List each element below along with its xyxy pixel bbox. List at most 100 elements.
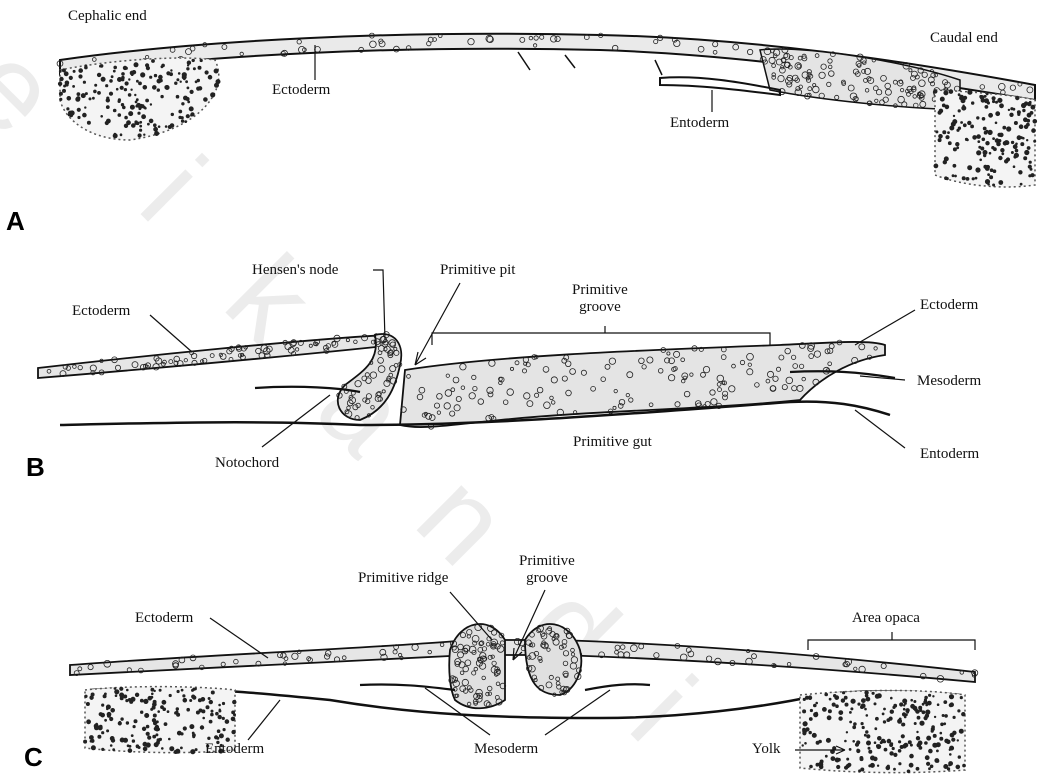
yolk-granule: [866, 731, 869, 734]
yolk-granule: [122, 106, 125, 109]
yolk-granule: [138, 134, 141, 137]
yolk-granule: [1020, 183, 1022, 185]
yolk-granule: [1033, 119, 1037, 123]
yolk-granule: [853, 740, 855, 742]
yolk-granule: [148, 736, 151, 739]
yolk-granule: [132, 70, 136, 74]
yolk-granule: [959, 729, 963, 733]
panel-b-drawing: [38, 270, 915, 448]
yolk-granule: [950, 733, 954, 737]
yolk-granule: [846, 732, 848, 734]
yolk-granule: [1034, 140, 1036, 142]
yolk-granule: [866, 697, 870, 701]
yolk-granule: [59, 92, 62, 95]
yolk-granule: [122, 73, 125, 76]
yolk-granule: [892, 747, 894, 749]
yolk-granule: [98, 735, 101, 738]
yolk-granule: [90, 740, 92, 742]
yolk-granule: [861, 722, 863, 724]
yolk-granule: [132, 740, 135, 743]
yolk-granule: [146, 99, 149, 102]
yolk-granule: [1002, 153, 1004, 155]
yolk-granule: [934, 716, 936, 718]
yolk-granule: [77, 108, 80, 111]
yolk-granule: [836, 705, 839, 708]
yolk-granule: [199, 709, 202, 712]
yolk-granule: [938, 111, 941, 114]
yolk-granule: [889, 717, 892, 720]
yolk-granule: [98, 91, 101, 94]
yolk-granule: [949, 749, 951, 751]
yolk-granule: [936, 743, 940, 747]
yolk-granule: [180, 81, 182, 83]
label-notochord: Notochord: [215, 455, 279, 472]
yolk-granule: [907, 770, 910, 773]
yolk-granule: [956, 142, 960, 146]
yolk-granule: [104, 693, 106, 695]
yolk-granule: [898, 749, 901, 752]
yolk-granule: [58, 82, 62, 86]
yolk-granule: [129, 79, 131, 81]
yolk-granule: [60, 77, 64, 81]
yolk-granule: [1016, 143, 1018, 145]
panel-a-drawing: [57, 33, 1037, 187]
label-hensens-node: Hensen's node: [252, 262, 338, 279]
yolk-granule: [208, 737, 211, 740]
yolk-granule: [176, 708, 179, 711]
yolk-granule: [941, 723, 944, 726]
yolk-granule: [995, 122, 997, 124]
yolk-granule: [983, 150, 987, 154]
yolk-granule: [187, 61, 191, 65]
yolk-granule: [193, 696, 196, 699]
yolk-granule: [887, 765, 889, 767]
yolk-granule: [949, 90, 953, 94]
yolk-granule: [971, 125, 974, 128]
yolk-granule: [1026, 139, 1028, 141]
yolk-granule: [953, 120, 957, 124]
yolk-granule: [94, 90, 97, 93]
yolk-granule: [890, 710, 894, 714]
yolk-granule: [926, 762, 929, 765]
yolk-granule: [188, 101, 190, 103]
yolk-granule: [988, 174, 990, 176]
yolk-granule: [1032, 129, 1036, 133]
panel-letter-c: C: [24, 742, 43, 773]
yolk-granule: [953, 148, 956, 151]
yolk-granule: [124, 89, 126, 91]
yolk-granule: [963, 764, 966, 767]
yolk-granule: [1014, 121, 1017, 124]
yolk-granule: [95, 84, 97, 86]
yolk-granule: [1024, 118, 1027, 121]
yolk-granule: [950, 126, 954, 130]
yolk-granule: [140, 699, 143, 702]
yolk-granule: [128, 749, 132, 753]
yolk-granule: [208, 75, 212, 79]
yolk-granule: [131, 124, 135, 128]
yolk-granule: [813, 704, 816, 707]
yolk-granule: [956, 765, 960, 769]
yolk-granule: [1026, 123, 1029, 126]
label-primitive-groove-c: Primitive groove: [519, 553, 575, 588]
yolk-granule: [910, 754, 914, 758]
yolk-granule: [914, 722, 916, 724]
yolk-granule: [161, 706, 164, 709]
yolk-granule: [920, 721, 924, 725]
yolk-granule: [89, 98, 91, 100]
yolk-granule: [1013, 166, 1015, 168]
label-ectoderm-b-right: Ectoderm: [920, 297, 978, 314]
yolk-granule: [211, 710, 213, 712]
yolk-granule: [1015, 149, 1018, 152]
panel-b-primitive-pit-arrow: [415, 283, 460, 365]
yolk-granule: [946, 740, 950, 744]
yolk-granule: [114, 688, 116, 690]
yolk-granule: [146, 66, 149, 69]
yolk-granule: [142, 115, 146, 119]
yolk-granule: [205, 71, 208, 74]
yolk-granule: [100, 65, 103, 68]
yolk-granule: [102, 732, 104, 734]
yolk-granule: [114, 66, 117, 69]
yolk-granule: [906, 710, 909, 713]
yolk-granule: [989, 152, 991, 154]
yolk-granule: [158, 126, 160, 128]
yolk-granule: [162, 700, 166, 704]
